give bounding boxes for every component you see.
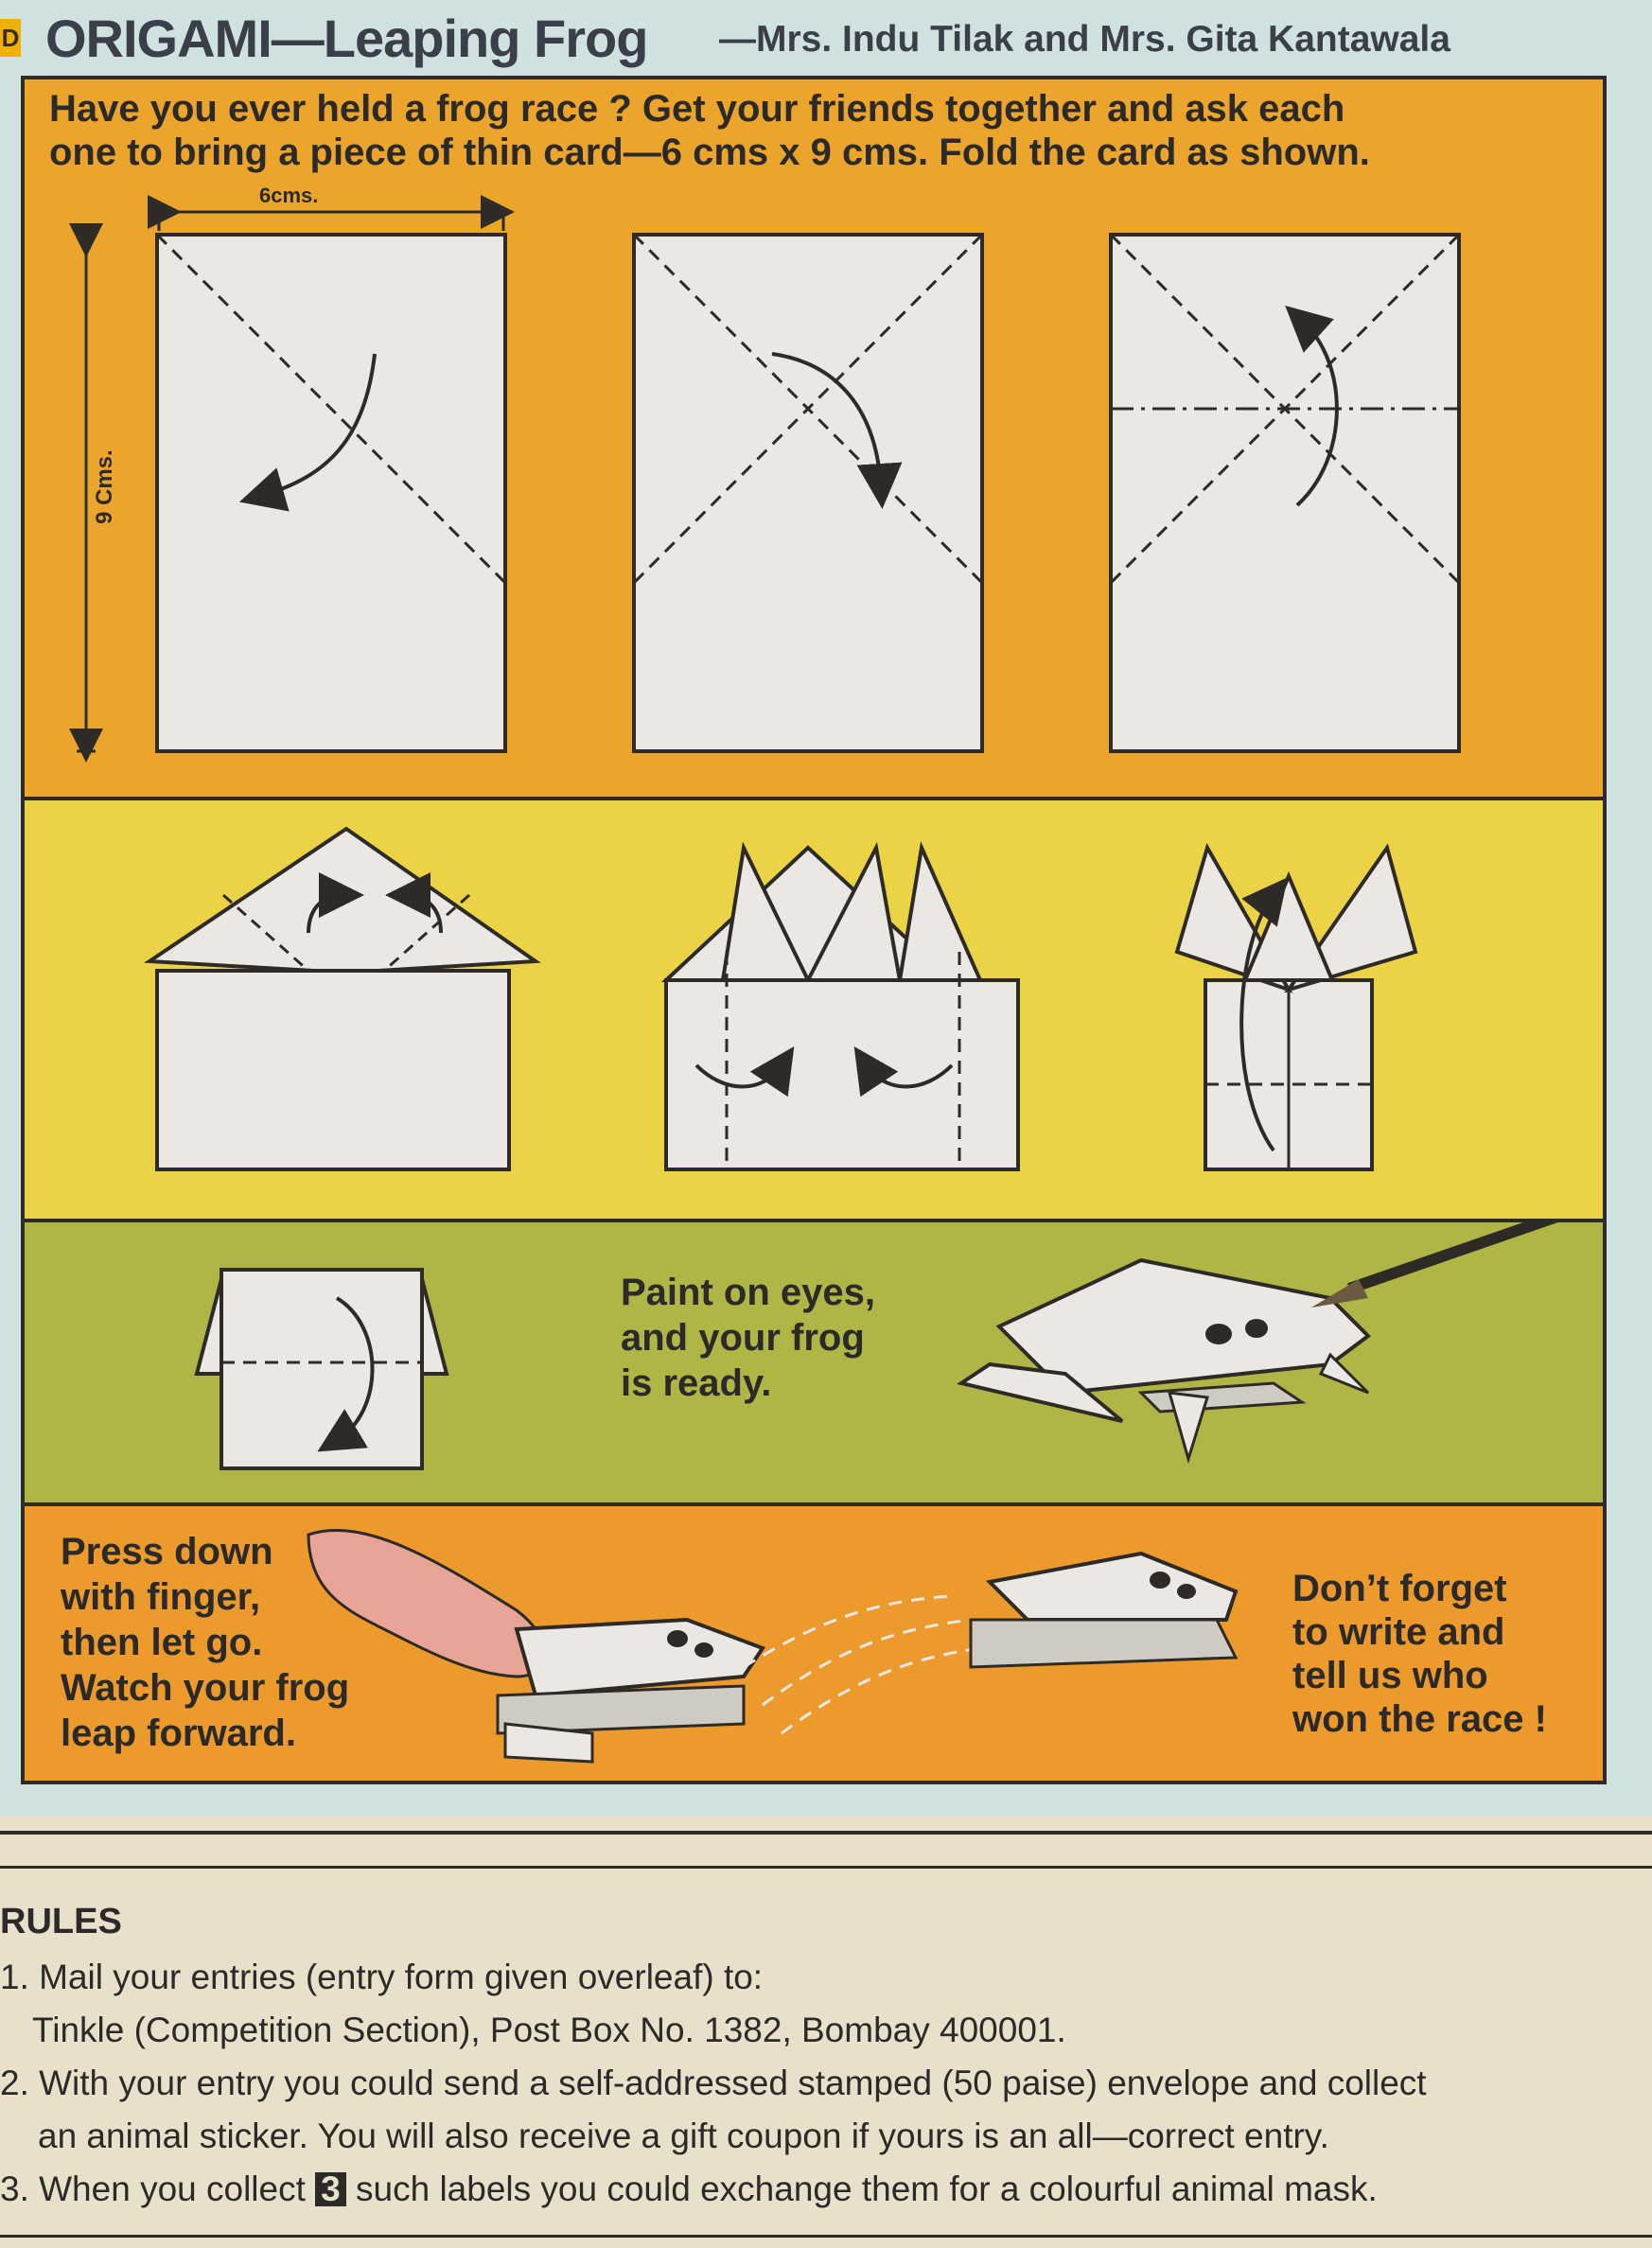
band-step-2 [25, 800, 1603, 1222]
intro-line-1: Have you ever held a frog race ? Get you… [49, 88, 1345, 130]
remind-line-1: Don’t forget [1292, 1568, 1507, 1609]
fold-diagrams-row-1: 6cms. 9 Cms. [69, 184, 1461, 763]
rule-1-line-2: Tinkle (Competition Section), Post Box N… [32, 2011, 1066, 2049]
finger-illustration [307, 1529, 547, 1678]
rule-3-pre: 3. When you collect [0, 2169, 306, 2208]
authors-credit: —Mrs. Indu Tilak and Mrs. Gita Kantawala [719, 19, 1450, 60]
remind-line-4: won the race ! [1292, 1698, 1547, 1740]
paint-line-3: is ready. [621, 1362, 772, 1404]
press-line-3: then let go. [61, 1622, 263, 1663]
fold-diagram-6 [1174, 842, 1418, 1171]
height-dimension-arrow [69, 223, 103, 763]
card-diagram-3 [1109, 233, 1461, 753]
band-step-1: Have you ever held a frog race ? Get you… [25, 79, 1603, 800]
frog-pressed [496, 1617, 766, 1764]
fold-diagram-5 [660, 841, 1020, 1171]
paint-line-2: and your frog [621, 1317, 865, 1359]
band-step-4: Press down with finger, then let go. Wat… [25, 1506, 1603, 1781]
rules-heading: RULES [0, 1902, 122, 1941]
fold-diagram-4 [143, 826, 541, 1171]
rule-1-line-1: 1. Mail your entries (entry form given o… [0, 1958, 764, 1996]
press-line-1: Press down [61, 1531, 273, 1572]
width-label: 6cms. [259, 184, 318, 207]
rule-3-post: such labels you could exchange them for … [356, 2169, 1378, 2208]
paint-instruction: Paint on eyes, and your frog is ready. [621, 1270, 875, 1406]
fold-diagram-7 [194, 1268, 449, 1470]
motion-lines [743, 1594, 981, 1735]
rules-divider-second [0, 1866, 1652, 1869]
rule-3: 3. When you collect 3 such labels you co… [0, 2169, 1378, 2210]
press-instruction: Press down with finger, then let go. Wat… [61, 1529, 349, 1756]
card-diagram-1 [155, 233, 507, 753]
rules-divider-bottom [0, 2235, 1652, 2238]
page-title: ORIGAMI—Leaping Frog [45, 9, 648, 68]
press-line-5: leap forward. [61, 1712, 296, 1754]
height-label: 9 Cms. [92, 449, 117, 524]
card-diagram-2 [632, 233, 984, 753]
width-dimension-arrow [148, 195, 515, 231]
fold-diagrams-row-2 [143, 826, 1418, 1171]
press-line-4: Watch your frog [61, 1667, 350, 1709]
band-step-3: Paint on eyes, and your frog is ready. [25, 1222, 1603, 1506]
frog-leaping [969, 1551, 1239, 1669]
section-tag: D [0, 19, 21, 57]
remind-instruction: Don’t forget to write and tell us who wo… [1292, 1567, 1547, 1741]
remind-line-3: tell us who [1292, 1655, 1488, 1696]
instruction-panel: Have you ever held a frog race ? Get you… [21, 76, 1607, 1784]
press-line-2: with finger, [61, 1576, 261, 1618]
paint-line-1: Paint on eyes, [621, 1272, 875, 1313]
fold-diagrams-row-3 [194, 1222, 1558, 1470]
intro-line-2: one to bring a piece of thin card—6 cms … [49, 132, 1370, 173]
intro-text: Have you ever held a frog race ? Get you… [49, 87, 1370, 174]
label-count-badge: 3 [315, 2171, 346, 2206]
rule-2-line-1: 2. With your entry you could send a self… [0, 2064, 1427, 2102]
rules-divider-top [0, 1831, 1652, 1835]
remind-line-2: to write and [1292, 1611, 1505, 1653]
rule-2-line-2: an animal sticker. You will also receive… [38, 2116, 1329, 2155]
leap-illustration [307, 1529, 1239, 1764]
frog-with-brush [957, 1222, 1558, 1465]
header-bar [0, 0, 1652, 76]
